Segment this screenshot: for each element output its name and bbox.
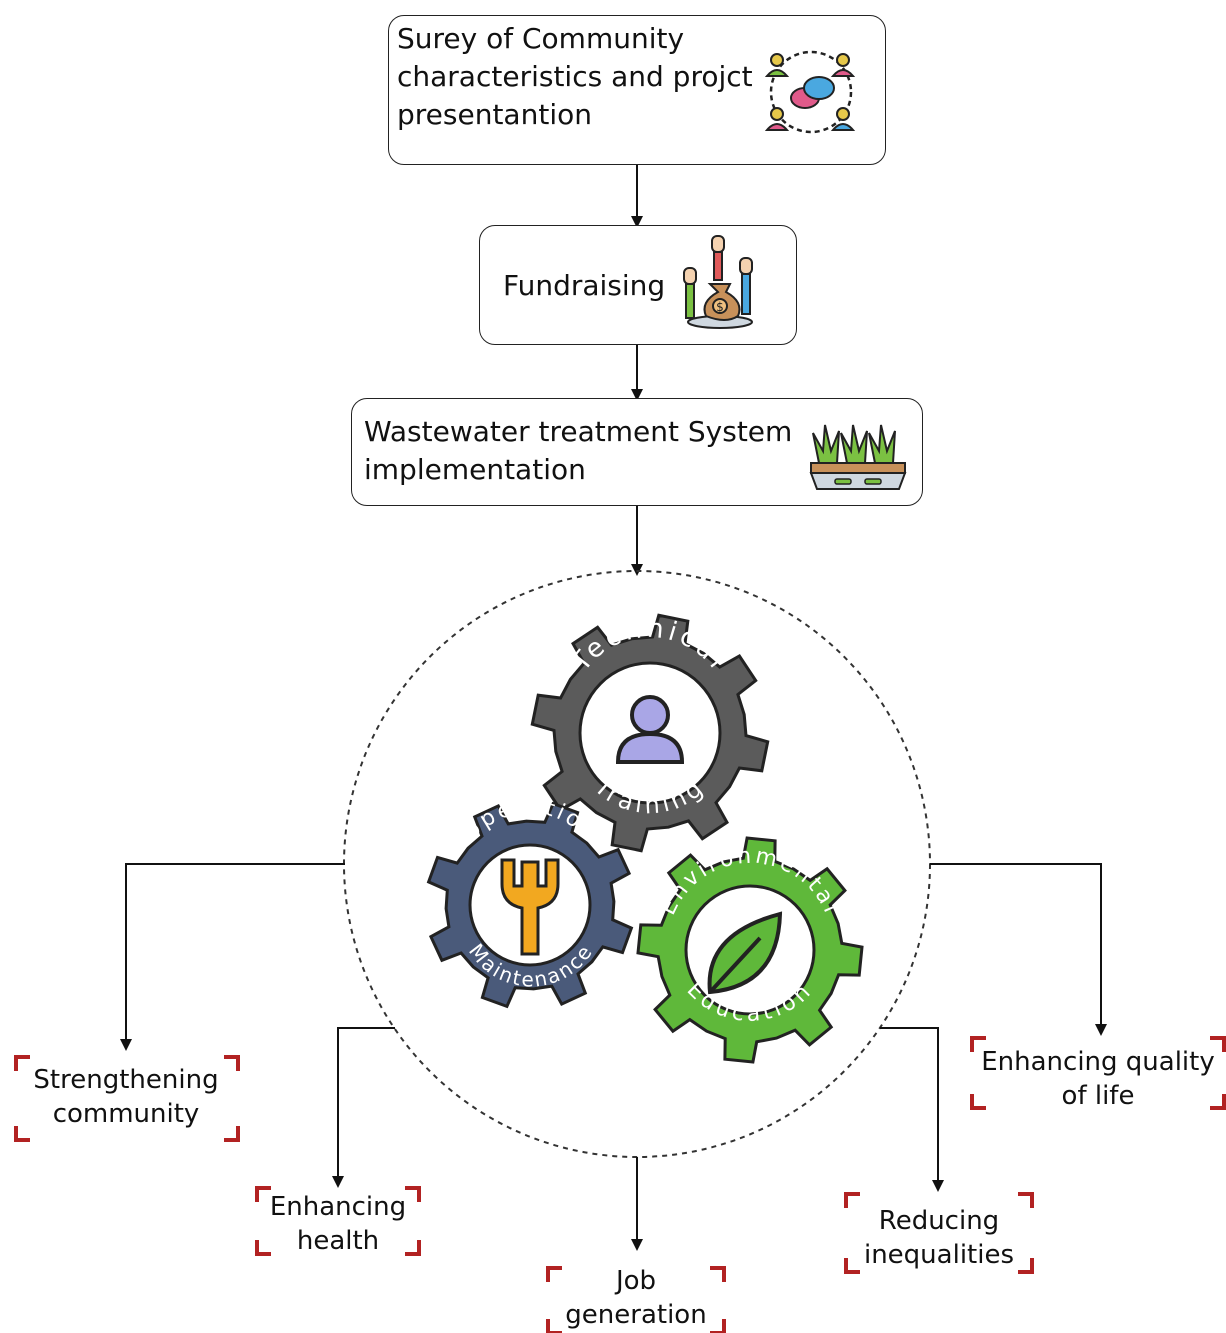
step-wastewater-line-1: Wastewater treatment System bbox=[364, 415, 793, 448]
wrench-icon bbox=[500, 858, 560, 956]
environmental-education-gear: Environmental Education bbox=[636, 836, 864, 1064]
outcome-jobs-line-1: Job bbox=[615, 1266, 657, 1296]
outcome-bracket-corner bbox=[1018, 1258, 1034, 1274]
outcome-bracket-corner bbox=[255, 1186, 271, 1202]
outcome-bracket-corner bbox=[224, 1126, 240, 1142]
outcome-bracket-corner bbox=[546, 1319, 562, 1333]
arrow-to-health bbox=[332, 1027, 395, 1188]
step-survey-line-2: characteristics and projct bbox=[397, 60, 753, 93]
community-discussion-icon bbox=[764, 50, 856, 134]
outcome-bracket-corner bbox=[405, 1186, 421, 1202]
outcome-strengthening-community: Strengthening community bbox=[16, 1063, 236, 1131]
outcome-health-line-2: health bbox=[296, 1226, 380, 1256]
outcome-quality-line-2: of life bbox=[1061, 1081, 1135, 1111]
fundraising-icon: $ bbox=[683, 235, 753, 329]
outcome-inequalities-line-2: inequalities bbox=[863, 1240, 1015, 1270]
outcome-bracket-corner bbox=[1210, 1094, 1226, 1110]
outcome-bracket-corner bbox=[970, 1094, 986, 1110]
outcome-job-generation: Job generation bbox=[548, 1264, 724, 1332]
outcome-jobs-line-2: generation bbox=[565, 1300, 707, 1330]
arrow-to-inequalities bbox=[880, 1027, 944, 1192]
planted-wetland-icon bbox=[809, 424, 907, 490]
leaf-icon bbox=[707, 911, 783, 995]
outcome-health-line-1: Enhancing bbox=[269, 1192, 407, 1222]
outcome-bracket-corner bbox=[14, 1055, 30, 1071]
step-survey-box: Surey of Community characteristics and p… bbox=[388, 15, 886, 165]
arrow-to-strengthening bbox=[120, 863, 345, 1051]
outcome-bracket-corner bbox=[970, 1036, 986, 1052]
outcome-bracket-corner bbox=[405, 1240, 421, 1256]
person-icon bbox=[615, 695, 685, 764]
outcome-bracket-corner bbox=[255, 1240, 271, 1256]
outcome-strengthening-line-2: community bbox=[52, 1099, 200, 1129]
operation-maintenance-gear: Operation Maintenance bbox=[426, 794, 634, 1009]
step-fundraising-box: Fundraising $ bbox=[479, 225, 797, 345]
outcome-bracket-corner bbox=[546, 1266, 562, 1282]
outcome-quality-line-1: Enhancing quality bbox=[981, 1047, 1215, 1077]
outcome-brackets bbox=[14, 1036, 1226, 1333]
outcome-bracket-corner bbox=[844, 1258, 860, 1274]
step-fundraising-label: Fundraising bbox=[503, 269, 666, 302]
outcome-enhancing-health: Enhancing health bbox=[257, 1190, 419, 1258]
step-wastewater-box: Wastewater treatment System implementati… bbox=[351, 398, 923, 506]
outcome-bracket-corner bbox=[1210, 1036, 1226, 1052]
outcome-inequalities-line-1: Reducing bbox=[878, 1206, 1000, 1236]
outcome-reducing-inequalities: Reducing inequalities bbox=[846, 1204, 1032, 1272]
step-survey-line-3: presentantion bbox=[397, 98, 592, 131]
arrow-to-quality bbox=[930, 863, 1107, 1036]
outcome-bracket-corner bbox=[1018, 1192, 1034, 1208]
outcome-enhancing-quality-of-life: Enhancing quality of life bbox=[972, 1045, 1224, 1113]
outcome-bracket-corner bbox=[14, 1126, 30, 1142]
svg-text:$: $ bbox=[716, 300, 724, 314]
step-wastewater-line-2: implementation bbox=[364, 453, 586, 486]
outcome-bracket-corner bbox=[224, 1055, 240, 1071]
outcome-bracket-corner bbox=[710, 1266, 726, 1282]
outcome-strengthening-line-1: Strengthening bbox=[33, 1065, 219, 1095]
outcome-bracket-corner bbox=[844, 1192, 860, 1208]
step-survey-line-1: Surey of Community bbox=[397, 22, 685, 55]
outcome-bracket-corner bbox=[710, 1319, 726, 1333]
